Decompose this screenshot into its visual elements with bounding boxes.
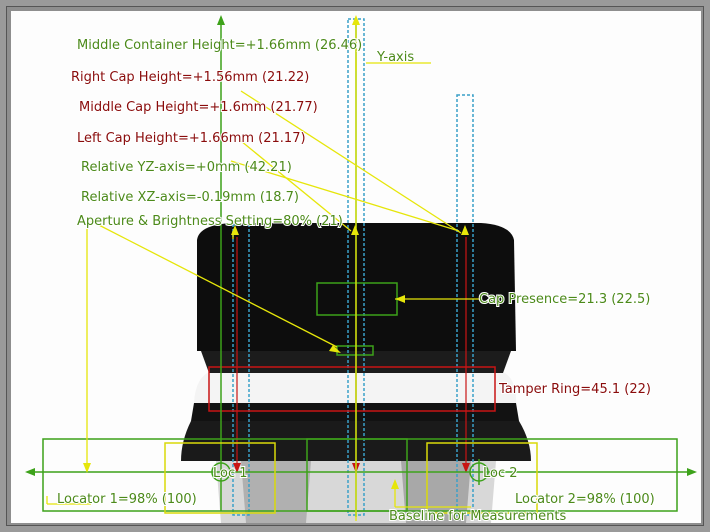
leader-arrows [83,15,469,489]
right-cap-height-label: Right Cap Height=+1.56mm (21.22) [71,70,309,85]
x-arrow-left [25,468,35,476]
relative-xz-axis-label: Relative XZ-axis=-0.19mm (18.7) [81,190,299,205]
locator-boxes [164,442,538,514]
tamper-ring-label: Tamper Ring=45.1 (22) [498,382,651,397]
cap-presence-label: Cap Presence=21.3 (22.5) [479,292,650,307]
middle-container-height-label: Middle Container Height=+1.66mm (26.46) [77,38,362,53]
image-frame: Middle Container Height=+1.66mm (26.46) … [6,6,704,526]
y-arrow-top [217,15,225,25]
locator-1-label: Locator 1=98% (100) [57,492,197,507]
baseline-label: Baseline for Measurements [389,509,567,523]
tamper-ring-box [208,366,496,412]
annotation-labels: Middle Container Height=+1.66mm (26.46) … [56,37,656,523]
inspection-overlay: Middle Container Height=+1.66mm (26.46) … [25,15,697,523]
relative-yz-axis-label: Relative YZ-axis=+0mm (42.21) [81,160,292,175]
middle-cap-height-label: Middle Cap Height=+1.6mm (21.77) [79,100,318,115]
aperture-brightness-label: Aperture & Brightness Setting=80% (21) [77,214,343,229]
locator-2-label: Locator 2=98% (100) [515,492,655,507]
left-cap-height-label: Left Cap Height=+1.66mm (21.17) [77,131,306,146]
loc-1-label: Loc 1 [213,466,248,481]
leader-lines [46,21,481,521]
locator-targets [211,459,489,485]
inspection-canvas: Middle Container Height=+1.66mm (26.46) … [11,11,701,523]
loc-2-label: Loc 2 [483,466,518,481]
x-arrow-right [687,468,697,476]
y-axis-label: Y-axis [376,50,414,65]
